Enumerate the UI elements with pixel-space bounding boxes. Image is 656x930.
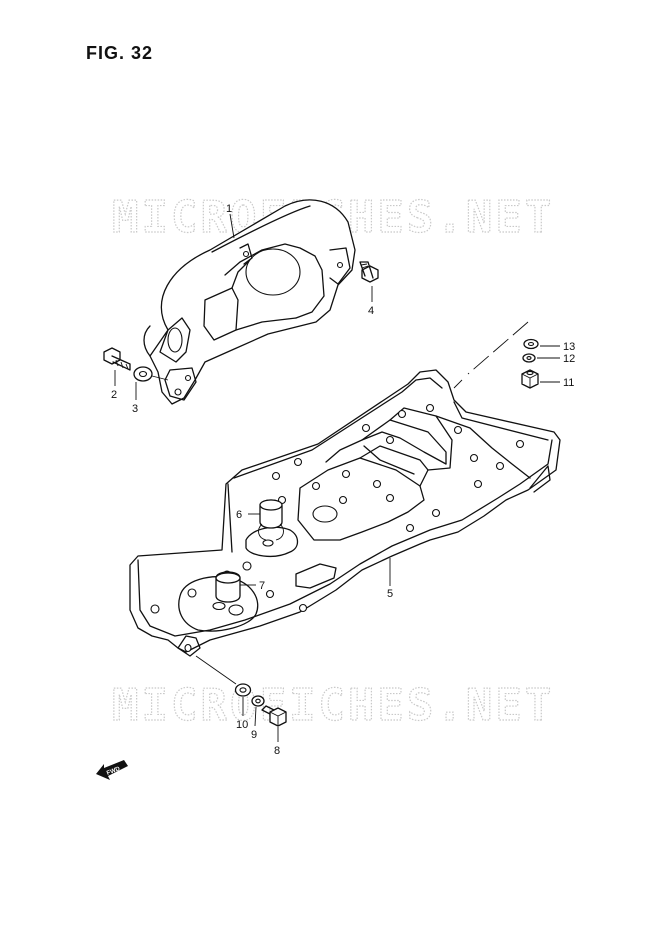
forward-arrow-icon: FWD xyxy=(96,760,128,780)
label-part-10: 10 xyxy=(236,719,248,731)
part-4-bolt xyxy=(359,261,379,283)
label-part-2: 2 xyxy=(111,389,117,401)
leader-lines xyxy=(114,213,560,742)
label-part-12: 12 xyxy=(563,353,575,365)
part-5-skid-plate xyxy=(129,369,561,657)
forward-arrow-label: FWD xyxy=(106,766,122,777)
part-10-washer xyxy=(234,683,252,697)
label-part-8: 8 xyxy=(274,745,280,757)
part-12-lock-washer xyxy=(522,353,536,363)
label-part-6: 6 xyxy=(236,509,242,521)
label-part-4: 4 xyxy=(368,305,374,317)
part-9-lock-washer xyxy=(251,695,265,707)
label-part-3: 3 xyxy=(132,403,138,415)
part-11-nut xyxy=(521,369,539,389)
label-part-11: 11 xyxy=(563,377,574,389)
watermark-bottom: MICROFICHES.NET xyxy=(112,680,554,731)
part-13-washer xyxy=(523,338,539,350)
label-part-1: 1 xyxy=(226,203,232,215)
label-part-7: 7 xyxy=(259,580,265,592)
label-part-5: 5 xyxy=(387,588,393,600)
part-1-belt-cover xyxy=(143,199,356,405)
part-2-bolt xyxy=(103,347,131,371)
label-part-9: 9 xyxy=(251,729,257,741)
part-3-washer xyxy=(133,366,153,382)
label-part-13: 13 xyxy=(563,341,575,353)
figure-title: FIG. 32 xyxy=(86,43,154,63)
part-7-rubber-mount xyxy=(212,571,244,616)
part-8-bolt xyxy=(261,705,287,727)
part-6-rubber-mount xyxy=(258,499,284,547)
